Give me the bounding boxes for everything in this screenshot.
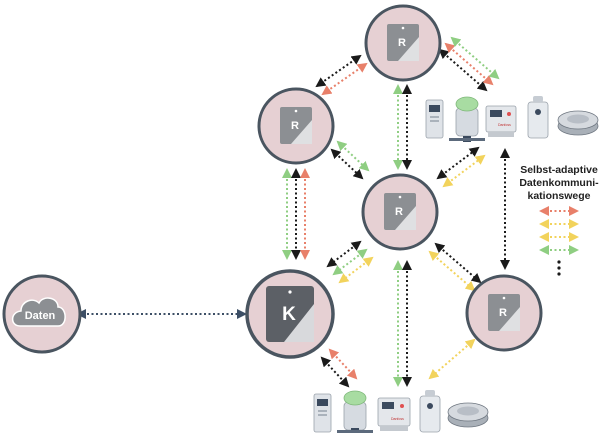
legend-title-line: Selbst-adaptive (520, 164, 598, 176)
brand-label: Danfoss (498, 123, 511, 127)
heat-meter-icon: Danfoss (377, 397, 411, 431)
radiator-valve-icon (449, 96, 485, 142)
device-group-top: Danfoss (425, 96, 599, 142)
link-top-devices-green (450, 36, 500, 80)
repeater-node-upper-left: R (257, 87, 335, 165)
brand-label: Danfoss (391, 417, 404, 421)
repeater-label: R (291, 120, 299, 132)
legend: Selbst-adaptive Datenkommuni- kationsweg… (519, 164, 599, 276)
repeater-node-top: R (364, 4, 442, 82)
thermostat-icon (313, 393, 332, 433)
link-upperleft-center-black (330, 148, 364, 180)
link-top-devices-black (438, 48, 488, 92)
link-center-controller-black (326, 240, 362, 268)
cloud-node: Daten (2, 274, 82, 354)
radiator-valve-icon (337, 390, 373, 433)
thermostat-icon (425, 99, 444, 139)
repeater-label: R (395, 206, 403, 218)
repeater-node-center: R (361, 173, 439, 251)
repeater-label: R (499, 307, 507, 319)
link-upperleft-top-black (315, 54, 362, 88)
link-upperleft-top-red (321, 62, 368, 96)
controller-label: K (282, 304, 296, 325)
link-upperleft-center-green (336, 140, 370, 172)
link-center-controller-yellow (338, 256, 374, 284)
legend-title-line: kationswege (527, 190, 590, 202)
link-controller-bottom-red (328, 348, 358, 380)
heat-meter-icon: Danfoss (485, 105, 517, 137)
link-controller-bottom-black (320, 356, 350, 388)
smoke-detector-icon (447, 402, 489, 428)
repeater-label: R (398, 37, 406, 49)
link-center-devices-yellow (442, 154, 486, 188)
controller-corner (284, 304, 314, 342)
link-right-bottom-yellow (428, 338, 476, 380)
link-top-devices-red (444, 42, 494, 86)
repeater-node-right: R (465, 274, 543, 352)
cloud-icon (11, 297, 66, 327)
communication-links (76, 36, 510, 388)
legend-more-dots (557, 260, 561, 276)
smoke-detector-icon (557, 110, 599, 136)
legend-title-line: Datenkommuni- (519, 177, 599, 189)
boiler-icon (527, 96, 549, 139)
controller-node: K (245, 269, 335, 359)
cloud-label: Daten (25, 310, 56, 322)
boiler-icon (419, 390, 441, 433)
device-group-bottom: Danfoss (313, 390, 489, 433)
link-center-controller-green (332, 248, 368, 276)
link-center-right-black (434, 242, 482, 284)
link-center-devices-black (436, 146, 480, 180)
